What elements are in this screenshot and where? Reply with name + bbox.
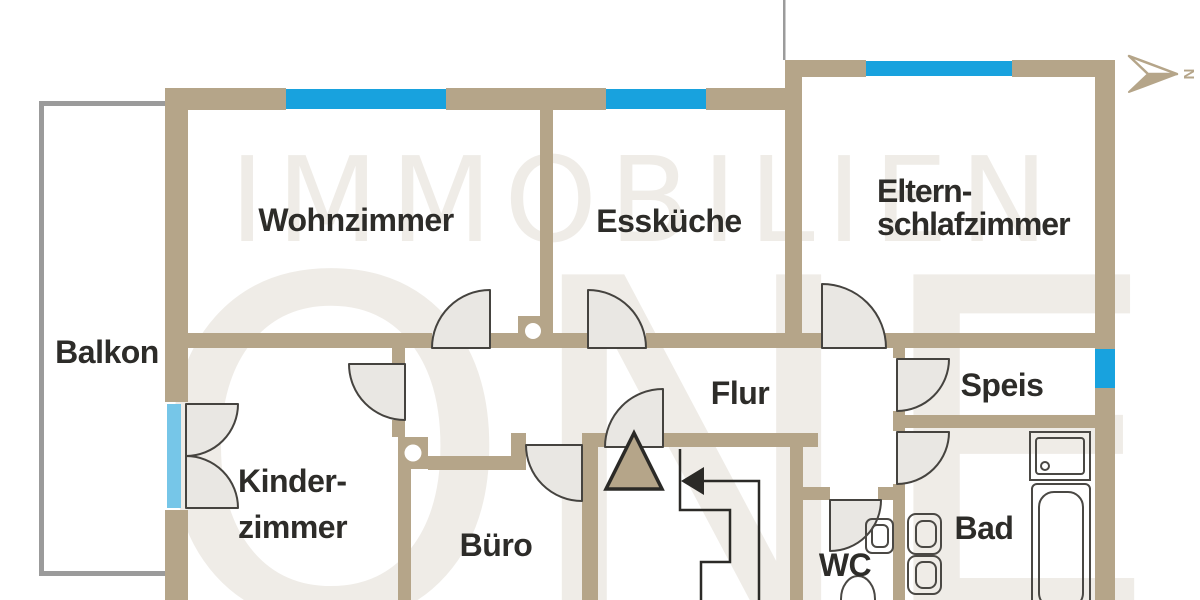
boundary-line — [783, 0, 786, 60]
window-esskueche — [606, 89, 706, 109]
north-arrow-icon: N — [1127, 54, 1197, 93]
label-kinderzimmer-line1: Kinder- — [238, 463, 347, 499]
doors — [348, 283, 950, 552]
door-esskueche — [587, 289, 647, 349]
staircase — [603, 429, 761, 600]
label-kinderzimmer-line2: zimmer — [238, 509, 347, 545]
door-kinderzimmer — [348, 363, 406, 421]
window-wohnzimmer — [286, 89, 446, 109]
door-entrance — [604, 388, 664, 448]
washbasin-icon — [907, 555, 942, 595]
balcony-door — [167, 403, 239, 509]
stair-direction-arrow-icon — [681, 467, 704, 495]
watermark-line1: IMMOBILIEN — [230, 131, 1060, 269]
label-speis: Speis — [961, 367, 1044, 403]
label-flur: Flur — [711, 375, 769, 411]
walls — [165, 60, 1115, 600]
label-esskueche: Essküche — [596, 203, 741, 239]
chimneys — [398, 316, 548, 469]
toilet-icon — [840, 575, 876, 600]
label-balkon: Balkon — [55, 334, 159, 370]
stair-walkline — [704, 479, 761, 600]
door-buero — [525, 444, 583, 502]
door-bad — [896, 431, 950, 485]
watermark: IMMOBILIEN ONE — [146, 131, 1165, 600]
label-bad: Bad — [955, 510, 1014, 546]
wc-basin-icon — [865, 518, 894, 554]
window-elternschlafzimmer — [866, 61, 1012, 76]
bathtub-icon — [1031, 483, 1091, 600]
balcony-door-leaf-lower — [185, 455, 239, 509]
windows — [286, 61, 1115, 388]
window-speis — [1095, 349, 1115, 388]
label-eltern-line1: Eltern- — [877, 173, 972, 209]
sanitary-fixtures — [840, 431, 1091, 600]
label-buero: Büro — [460, 527, 533, 563]
stair-outline — [678, 449, 732, 600]
shower-icon — [1029, 431, 1091, 481]
balcony-outline — [39, 101, 168, 576]
balcony-door-glass — [167, 404, 181, 508]
label-wc: WC — [819, 547, 872, 583]
washbasin-icon — [907, 513, 942, 555]
entrance-arrow-icon — [603, 429, 665, 491]
label-eltern-line2: schlafzimmer — [877, 206, 1070, 242]
north-letter: N — [1180, 69, 1197, 80]
room-labels: Balkon Wohnzimmer Essküche Eltern- schla… — [55, 173, 1071, 583]
label-wohnzimmer: Wohnzimmer — [258, 202, 453, 238]
door-elternschlafzimmer — [821, 283, 887, 349]
door-wohnzimmer — [431, 289, 491, 349]
door-speis — [896, 358, 950, 412]
